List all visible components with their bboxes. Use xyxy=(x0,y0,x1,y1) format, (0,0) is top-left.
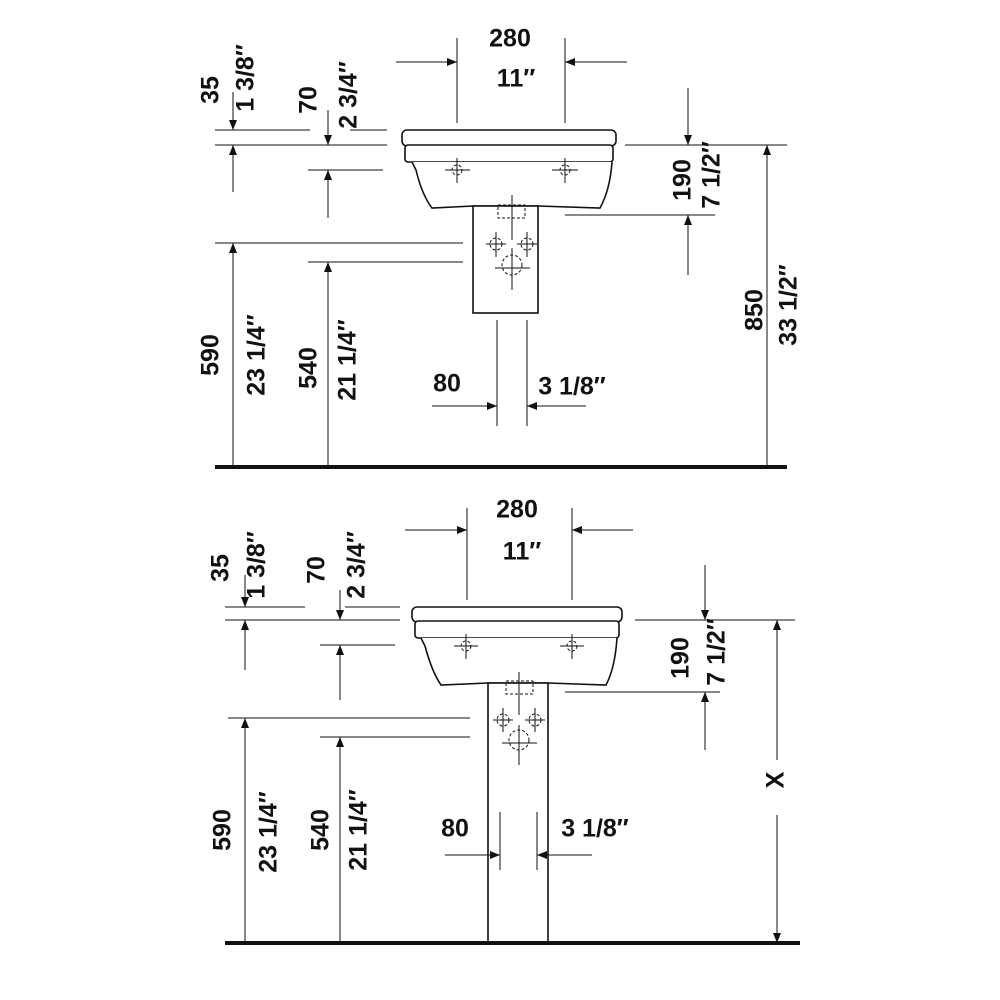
waste-in-label: 21 1/4″ xyxy=(345,789,373,871)
overflow-mm-label: 70 xyxy=(303,556,331,584)
basin-outline xyxy=(401,129,617,426)
waste-mm-label: 540 xyxy=(295,347,323,389)
pedestal-mm-label: 80 xyxy=(433,370,461,398)
view-full-pedestal: 280 11″ 35 1 3/8″ 70 2 3/4″ 190 7 1/2″ 5… xyxy=(207,496,800,945)
dimension-lines xyxy=(225,508,795,943)
supply-in-label: 23 1/4″ xyxy=(243,314,271,396)
width-mm-label: 280 xyxy=(489,25,531,53)
depth-in-label: 7 1/2″ xyxy=(698,141,726,209)
waste-mm-label: 540 xyxy=(307,809,335,851)
width-in-label: 11″ xyxy=(497,65,535,93)
overflow-in-label: 2 3/4″ xyxy=(343,531,371,599)
view-half-pedestal: 280 11″ 35 1 3/8″ 70 2 3/4″ 190 7 1/2″ 5… xyxy=(197,25,803,469)
height-x-label: X xyxy=(762,771,790,788)
basin-outline xyxy=(411,606,623,944)
supply-mm-label: 590 xyxy=(197,334,225,376)
supply-mm-label: 590 xyxy=(209,809,237,851)
pedestal-mm-label: 80 xyxy=(441,815,469,843)
pedestal-in-label: 3 1/8″ xyxy=(561,815,629,843)
depth-in-label: 7 1/2″ xyxy=(703,618,731,686)
rim-in-label: 1 3/8″ xyxy=(243,531,271,599)
overflow-mm-label: 70 xyxy=(295,86,323,114)
supply-in-label: 23 1/4″ xyxy=(255,791,283,873)
dimension-lines xyxy=(215,38,787,467)
rim-in-label: 1 3/8″ xyxy=(232,44,260,112)
height-in-label: 33 1/2″ xyxy=(775,264,803,346)
depth-mm-label: 190 xyxy=(667,637,695,679)
waste-in-label: 21 1/4″ xyxy=(334,319,362,401)
pedestal-in-label: 3 1/8″ xyxy=(538,373,606,401)
depth-mm-label: 190 xyxy=(669,159,697,201)
rim-mm-label: 35 xyxy=(197,76,225,104)
width-in-label: 11″ xyxy=(503,538,541,566)
overflow-in-label: 2 3/4″ xyxy=(335,61,363,129)
height-mm-label: 850 xyxy=(741,289,769,331)
width-mm-label: 280 xyxy=(496,496,538,524)
rim-mm-label: 35 xyxy=(207,554,235,582)
